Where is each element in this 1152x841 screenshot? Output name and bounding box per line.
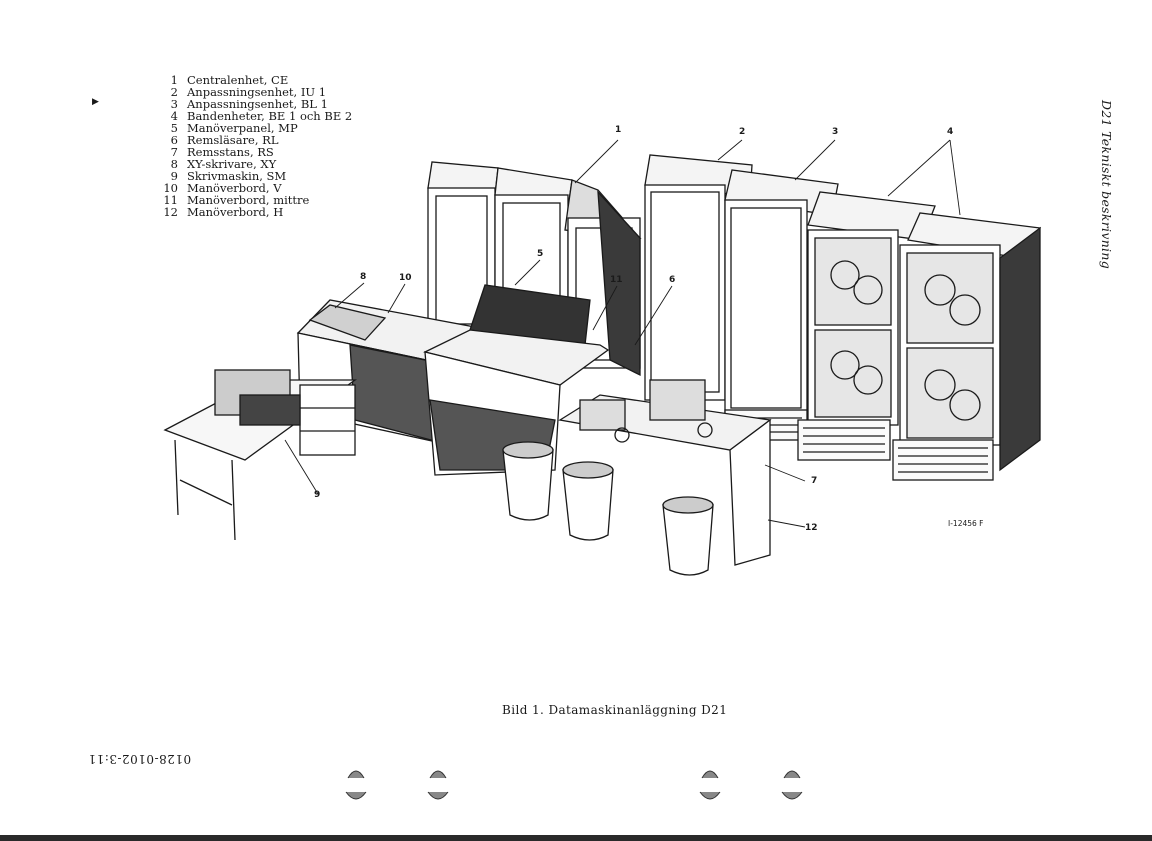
callout-label: 6 xyxy=(669,275,676,285)
callout-label: 10 xyxy=(399,273,412,283)
callout-label: 9 xyxy=(314,490,321,500)
callout-label: 3 xyxy=(832,127,839,137)
page-bottom-edge xyxy=(0,835,1152,841)
arrow-marker-icon: ▶ xyxy=(92,97,99,107)
callout-label: 8 xyxy=(360,272,367,282)
callout-label: 5 xyxy=(537,249,544,259)
right-control-desk xyxy=(558,379,772,566)
figure-caption: Bild 1. Datamaskinanläggning D21 xyxy=(502,703,728,717)
document-side-title: D21 Tekniskt beskrivning xyxy=(1099,100,1114,269)
figure-reference-code: I-12456 F xyxy=(948,519,984,528)
punch-holes xyxy=(345,770,803,800)
callout-label: 4 xyxy=(947,127,954,137)
typewriter-table xyxy=(163,369,357,541)
tape-unit-cabinets xyxy=(797,191,1042,481)
waste-baskets xyxy=(502,441,714,576)
callout-leader-lines xyxy=(284,139,961,528)
callout-label: 1 xyxy=(615,125,622,135)
callout-label: 11 xyxy=(610,275,623,285)
central-unit-cabinets xyxy=(427,161,642,377)
callout-label: 12 xyxy=(805,523,818,533)
callout-label: 7 xyxy=(811,476,818,486)
callout-label: 2 xyxy=(739,127,746,137)
